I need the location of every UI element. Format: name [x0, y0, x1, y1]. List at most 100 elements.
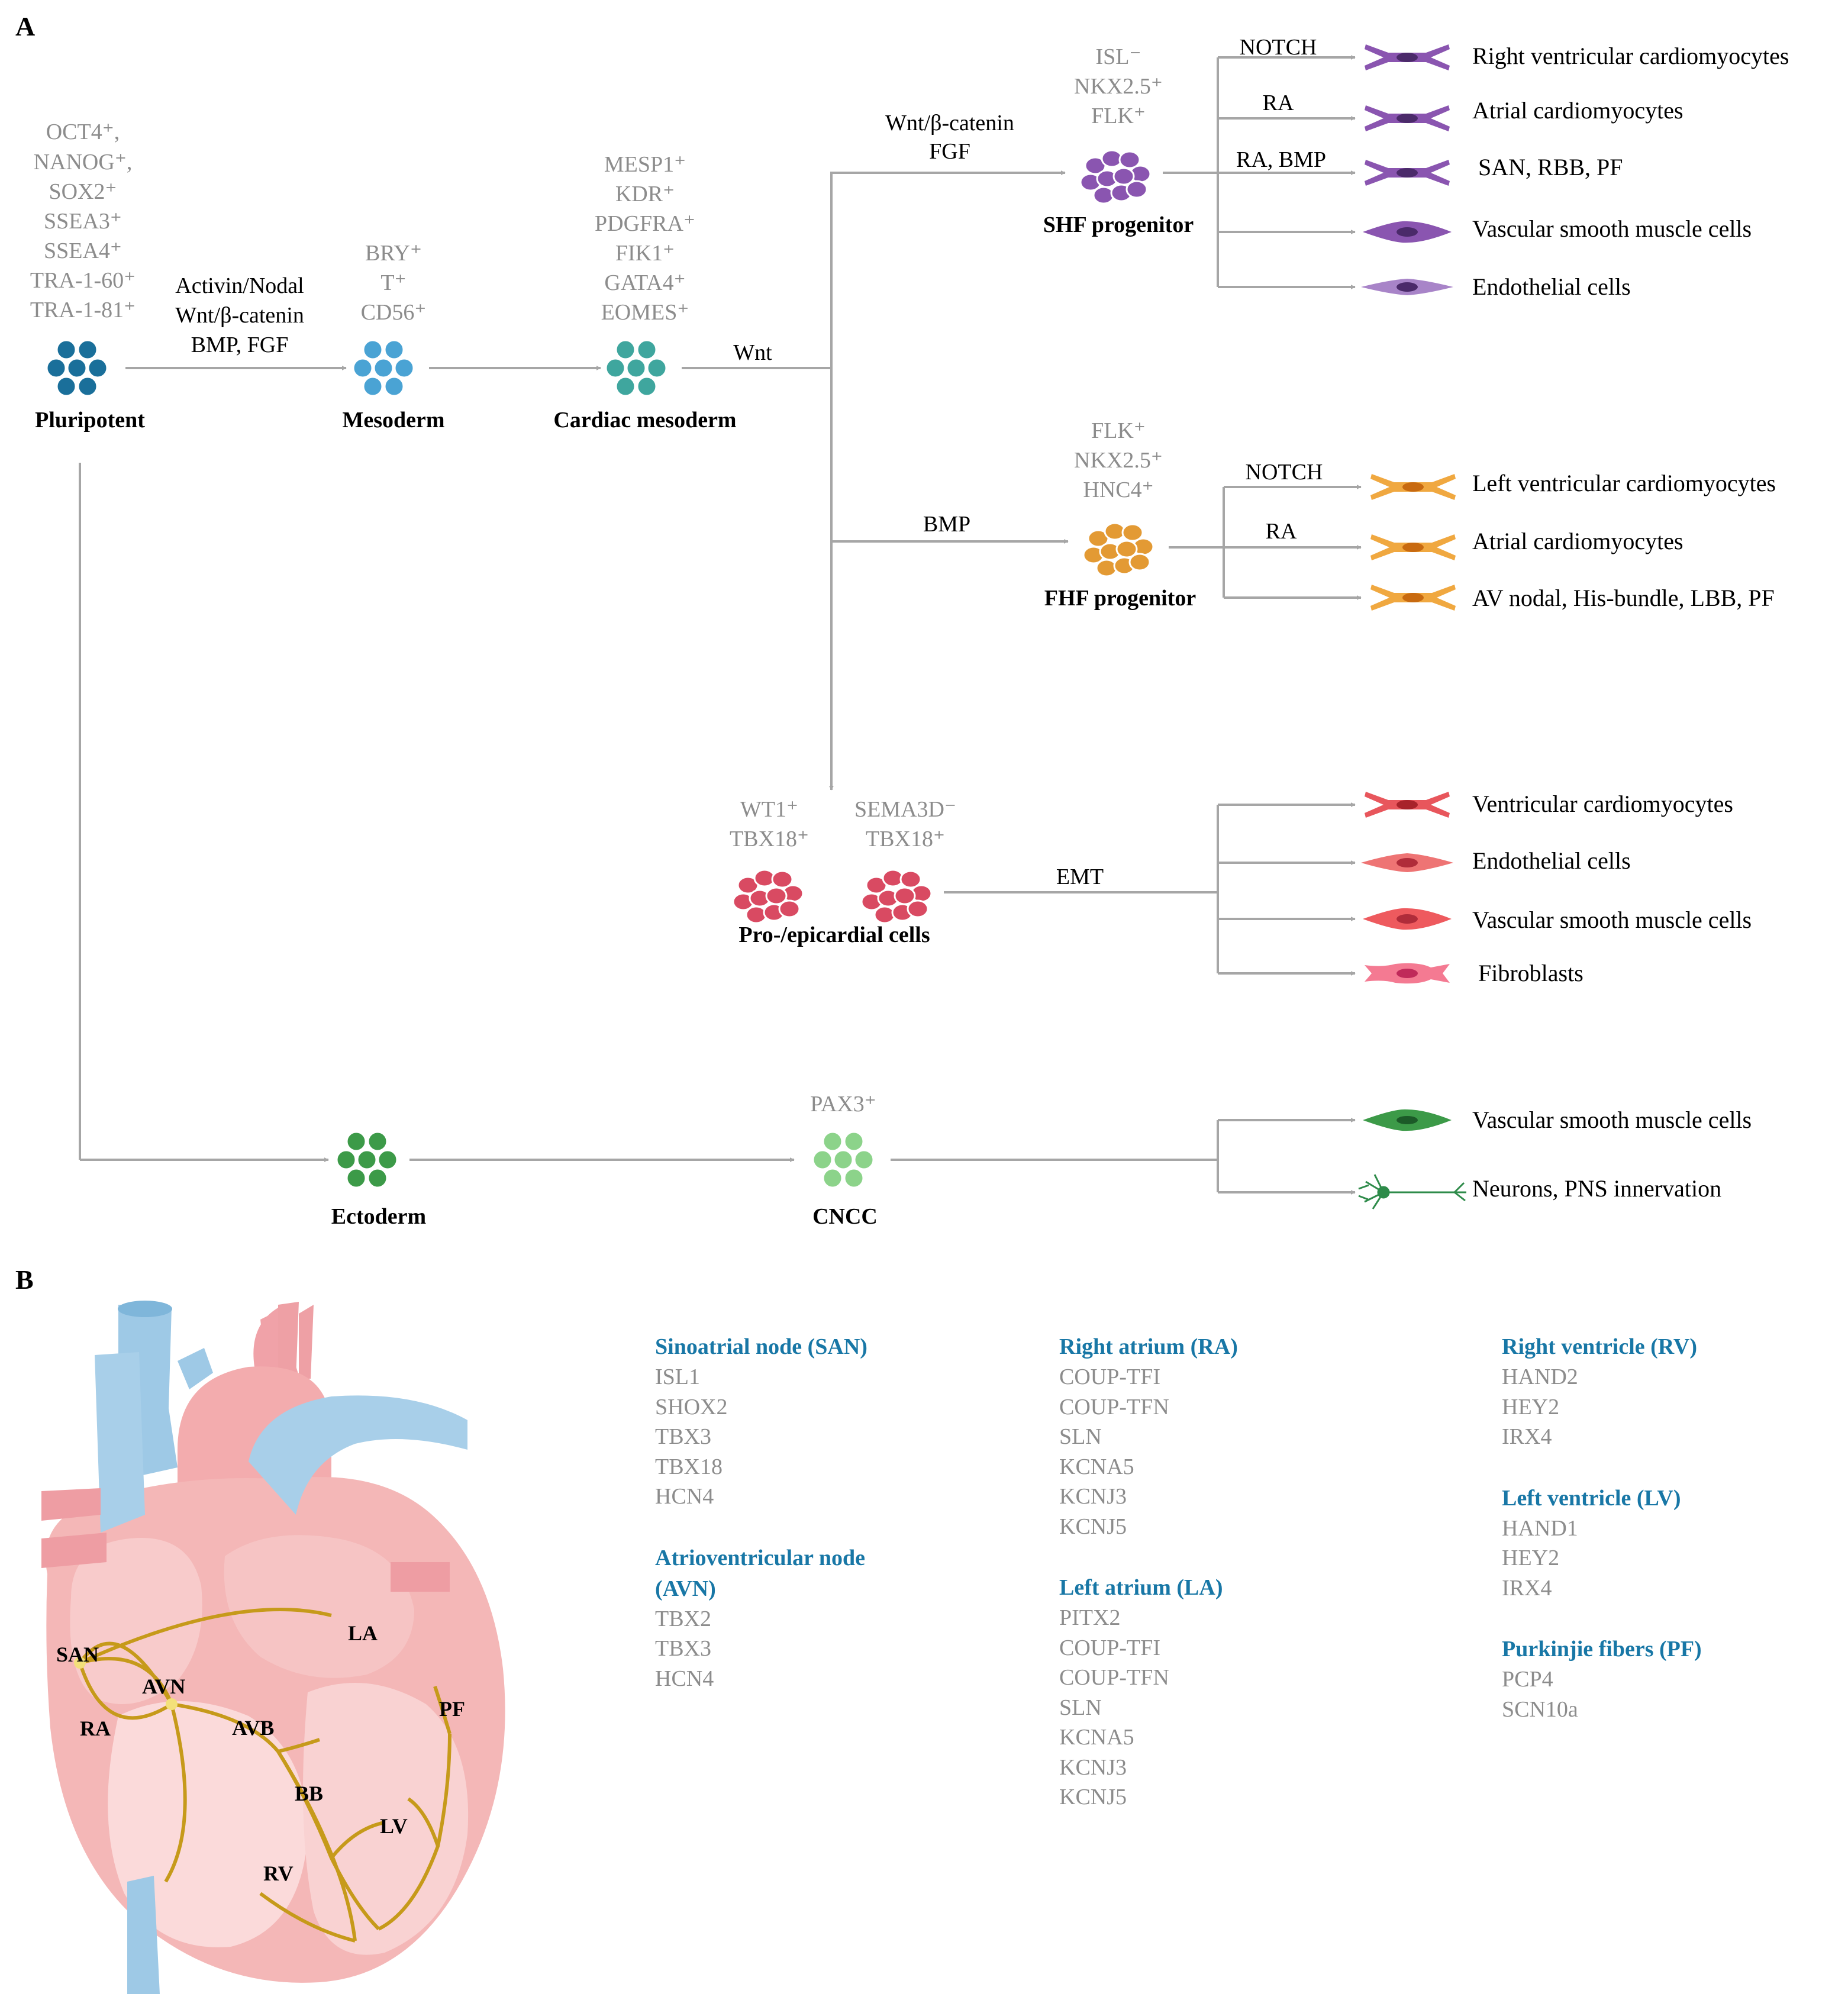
output-fhf-2: AV nodal, His-bundle, LBB, PF: [1472, 585, 1775, 611]
gene-item: IRX4: [1502, 1424, 1552, 1449]
marker-pluripotent-0: OCT4⁺,: [46, 120, 120, 144]
output-cncc-0: Vascular smooth muscle cells: [1472, 1107, 1752, 1133]
gene-item: PITX2: [1059, 1605, 1121, 1630]
marker-cncc-0: PAX3⁺: [810, 1092, 876, 1117]
gene-group-avn: Atrioventricular node (AVN) TBX2 TBX3 HC…: [655, 1543, 867, 1694]
signal-wnt: Wnt: [733, 340, 772, 365]
signal-wnt-bcat: Wnt/β-catenin: [175, 303, 304, 328]
marker-pluripotent-6: TRA-1-81⁺: [30, 298, 136, 322]
gene-item: KCNJ5: [1059, 1785, 1127, 1809]
gene-group-san: Sinoatrial node (SAN) ISL1 SHOX2 TBX3 TB…: [655, 1331, 867, 1512]
node-pluripotent: Pluripotent: [35, 408, 145, 433]
gene-column-3: Right ventricle (RV) HAND2 HEY2 IRX4 Lef…: [1502, 1331, 1702, 1755]
gene-item: COUP-TFI: [1059, 1364, 1161, 1389]
signal-shf-notch: NOTCH: [1240, 35, 1317, 60]
marker-cardiac-5: EOMES⁺: [601, 300, 689, 325]
signal-labels: Activin/Nodal Wnt/β-catenin BMP, FGF Wnt…: [175, 35, 1326, 889]
marker-fhf-1: NKX2.5⁺: [1074, 448, 1163, 473]
output-labels: Right ventricular cardiomyocytes Atrial …: [1472, 43, 1789, 1202]
marker-pluripotent-1: NANOG⁺,: [34, 150, 133, 175]
node-labels: Pluripotent Mesoderm Cardiac mesoderm SH…: [35, 212, 1196, 1229]
signal-bmp: BMP: [923, 512, 970, 537]
marker-cardiac-2: PDGFRA⁺: [595, 211, 695, 236]
gene-item: HAND2: [1502, 1364, 1578, 1389]
cardiac-mesoderm-cluster: [605, 339, 667, 397]
gene-group-lv: Left ventricle (LV) HAND1 HEY2 IRX4: [1502, 1483, 1702, 1604]
signal-fhf-ra: RA: [1266, 519, 1297, 544]
signal-shf-ra: RA: [1263, 91, 1294, 115]
signal-shf-wnt: Wnt/β-catenin: [885, 111, 1014, 136]
gene-item: HAND1: [1502, 1515, 1578, 1541]
marker-epi-right-0: SEMA3D⁻: [854, 797, 956, 822]
marker-epi-left-0: WT1⁺: [740, 797, 798, 822]
heart-label-pf: PF: [439, 1697, 465, 1721]
heart-label-san: SAN: [56, 1643, 99, 1666]
gene-item: SCN10a: [1502, 1696, 1578, 1722]
heart-label-avn: AVN: [142, 1675, 185, 1698]
gene-column-2: Right atrium (RA) COUP-TFI COUP-TFN SLN …: [1059, 1331, 1238, 1843]
gene-item: KCNA5: [1059, 1454, 1134, 1479]
output-fhf-0: Left ventricular cardiomyocytes: [1472, 470, 1776, 496]
marker-cardiac-1: KDR⁺: [615, 182, 675, 207]
gene-item: COUP-TFN: [1059, 1665, 1169, 1690]
signal-activin: Activin/Nodal: [175, 273, 304, 298]
cell-icons: [1358, 44, 1466, 1209]
gene-group-pf: Purkinjie fibers (PF) PCP4 SCN10a: [1502, 1634, 1702, 1724]
gene-title-ra: Right atrium (RA): [1059, 1334, 1238, 1359]
fhf-cluster: [1082, 522, 1154, 578]
signal-shf-ra-bmp: RA, BMP: [1236, 147, 1326, 172]
gene-item: KCNJ3: [1059, 1754, 1127, 1780]
marker-epi-right-1: TBX18⁺: [866, 827, 945, 851]
marker-shf-1: NKX2.5⁺: [1074, 74, 1163, 99]
node-ectoderm: Ectoderm: [331, 1204, 426, 1229]
output-fhf-1: Atrial cardiomyocytes: [1472, 528, 1683, 554]
gene-item: IRX4: [1502, 1575, 1552, 1601]
output-shf-3: Vascular smooth muscle cells: [1472, 215, 1752, 242]
node-cardiac-mesoderm: Cardiac mesoderm: [553, 408, 736, 433]
gene-item: SHOX2: [655, 1394, 728, 1420]
heart-label-lv: LV: [380, 1814, 408, 1838]
marker-shf-2: FLK⁺: [1091, 104, 1146, 128]
epicardial-cluster-right: [860, 869, 933, 924]
node-shf: SHF progenitor: [1043, 212, 1194, 237]
marker-fhf-0: FLK⁺: [1091, 418, 1146, 443]
gene-title-avn: Atrioventricular node (AVN): [655, 1545, 865, 1601]
marker-pluripotent-4: SSEA4⁺: [44, 238, 122, 263]
gene-item: SLN: [1059, 1695, 1102, 1720]
output-cncc-1: Neurons, PNS innervation: [1472, 1175, 1721, 1202]
marker-labels: OCT4⁺, NANOG⁺, SOX2⁺ SSEA3⁺ SSEA4⁺ TRA-1…: [30, 44, 1163, 1117]
gene-item: TBX3: [655, 1636, 711, 1661]
marker-epi-left-1: TBX18⁺: [730, 827, 809, 851]
cncc-cluster: [812, 1131, 875, 1189]
gene-item: COUP-TFI: [1059, 1635, 1161, 1660]
pluripotent-cluster: [46, 339, 108, 397]
gene-title-lv: Left ventricle (LV): [1502, 1485, 1681, 1511]
node-cncc: CNCC: [812, 1204, 878, 1229]
output-shf-4: Endothelial cells: [1472, 273, 1631, 300]
heart-illustration: [41, 1301, 505, 1994]
output-epi-3: Fibroblasts: [1478, 960, 1583, 986]
panel-b-label: B: [15, 1264, 34, 1295]
gene-item: HEY2: [1502, 1394, 1560, 1420]
marker-shf-0: ISL⁻: [1095, 44, 1141, 69]
output-epi-2: Vascular smooth muscle cells: [1472, 907, 1752, 933]
gene-item: SLN: [1059, 1424, 1102, 1449]
output-shf-1: Atrial cardiomyocytes: [1472, 97, 1683, 124]
gene-group-rv: Right ventricle (RV) HAND2 HEY2 IRX4: [1502, 1331, 1702, 1452]
node-epicardial: Pro-/epicardial cells: [738, 922, 930, 947]
gene-title-san: Sinoatrial node (SAN): [655, 1334, 867, 1359]
marker-cardiac-0: MESP1⁺: [604, 152, 686, 177]
signal-fhf-notch: NOTCH: [1246, 460, 1323, 485]
marker-pluripotent-2: SOX2⁺: [49, 179, 117, 204]
marker-mesoderm-2: CD56⁺: [361, 300, 427, 325]
gene-group-ra: Right atrium (RA) COUP-TFI COUP-TFN SLN …: [1059, 1331, 1238, 1541]
output-epi-1: Endothelial cells: [1472, 847, 1631, 874]
output-epi-0: Ventricular cardiomyocytes: [1472, 791, 1733, 817]
panel-a-label: A: [15, 11, 35, 41]
signal-emt: EMT: [1056, 864, 1104, 889]
marker-pluripotent-3: SSEA3⁺: [44, 209, 122, 234]
gene-item: HEY2: [1502, 1546, 1560, 1570]
marker-pluripotent-5: TRA-1-60⁺: [30, 268, 136, 293]
output-shf-2: SAN, RBB, PF: [1478, 154, 1623, 180]
signal-shf-fgf: FGF: [929, 139, 970, 164]
